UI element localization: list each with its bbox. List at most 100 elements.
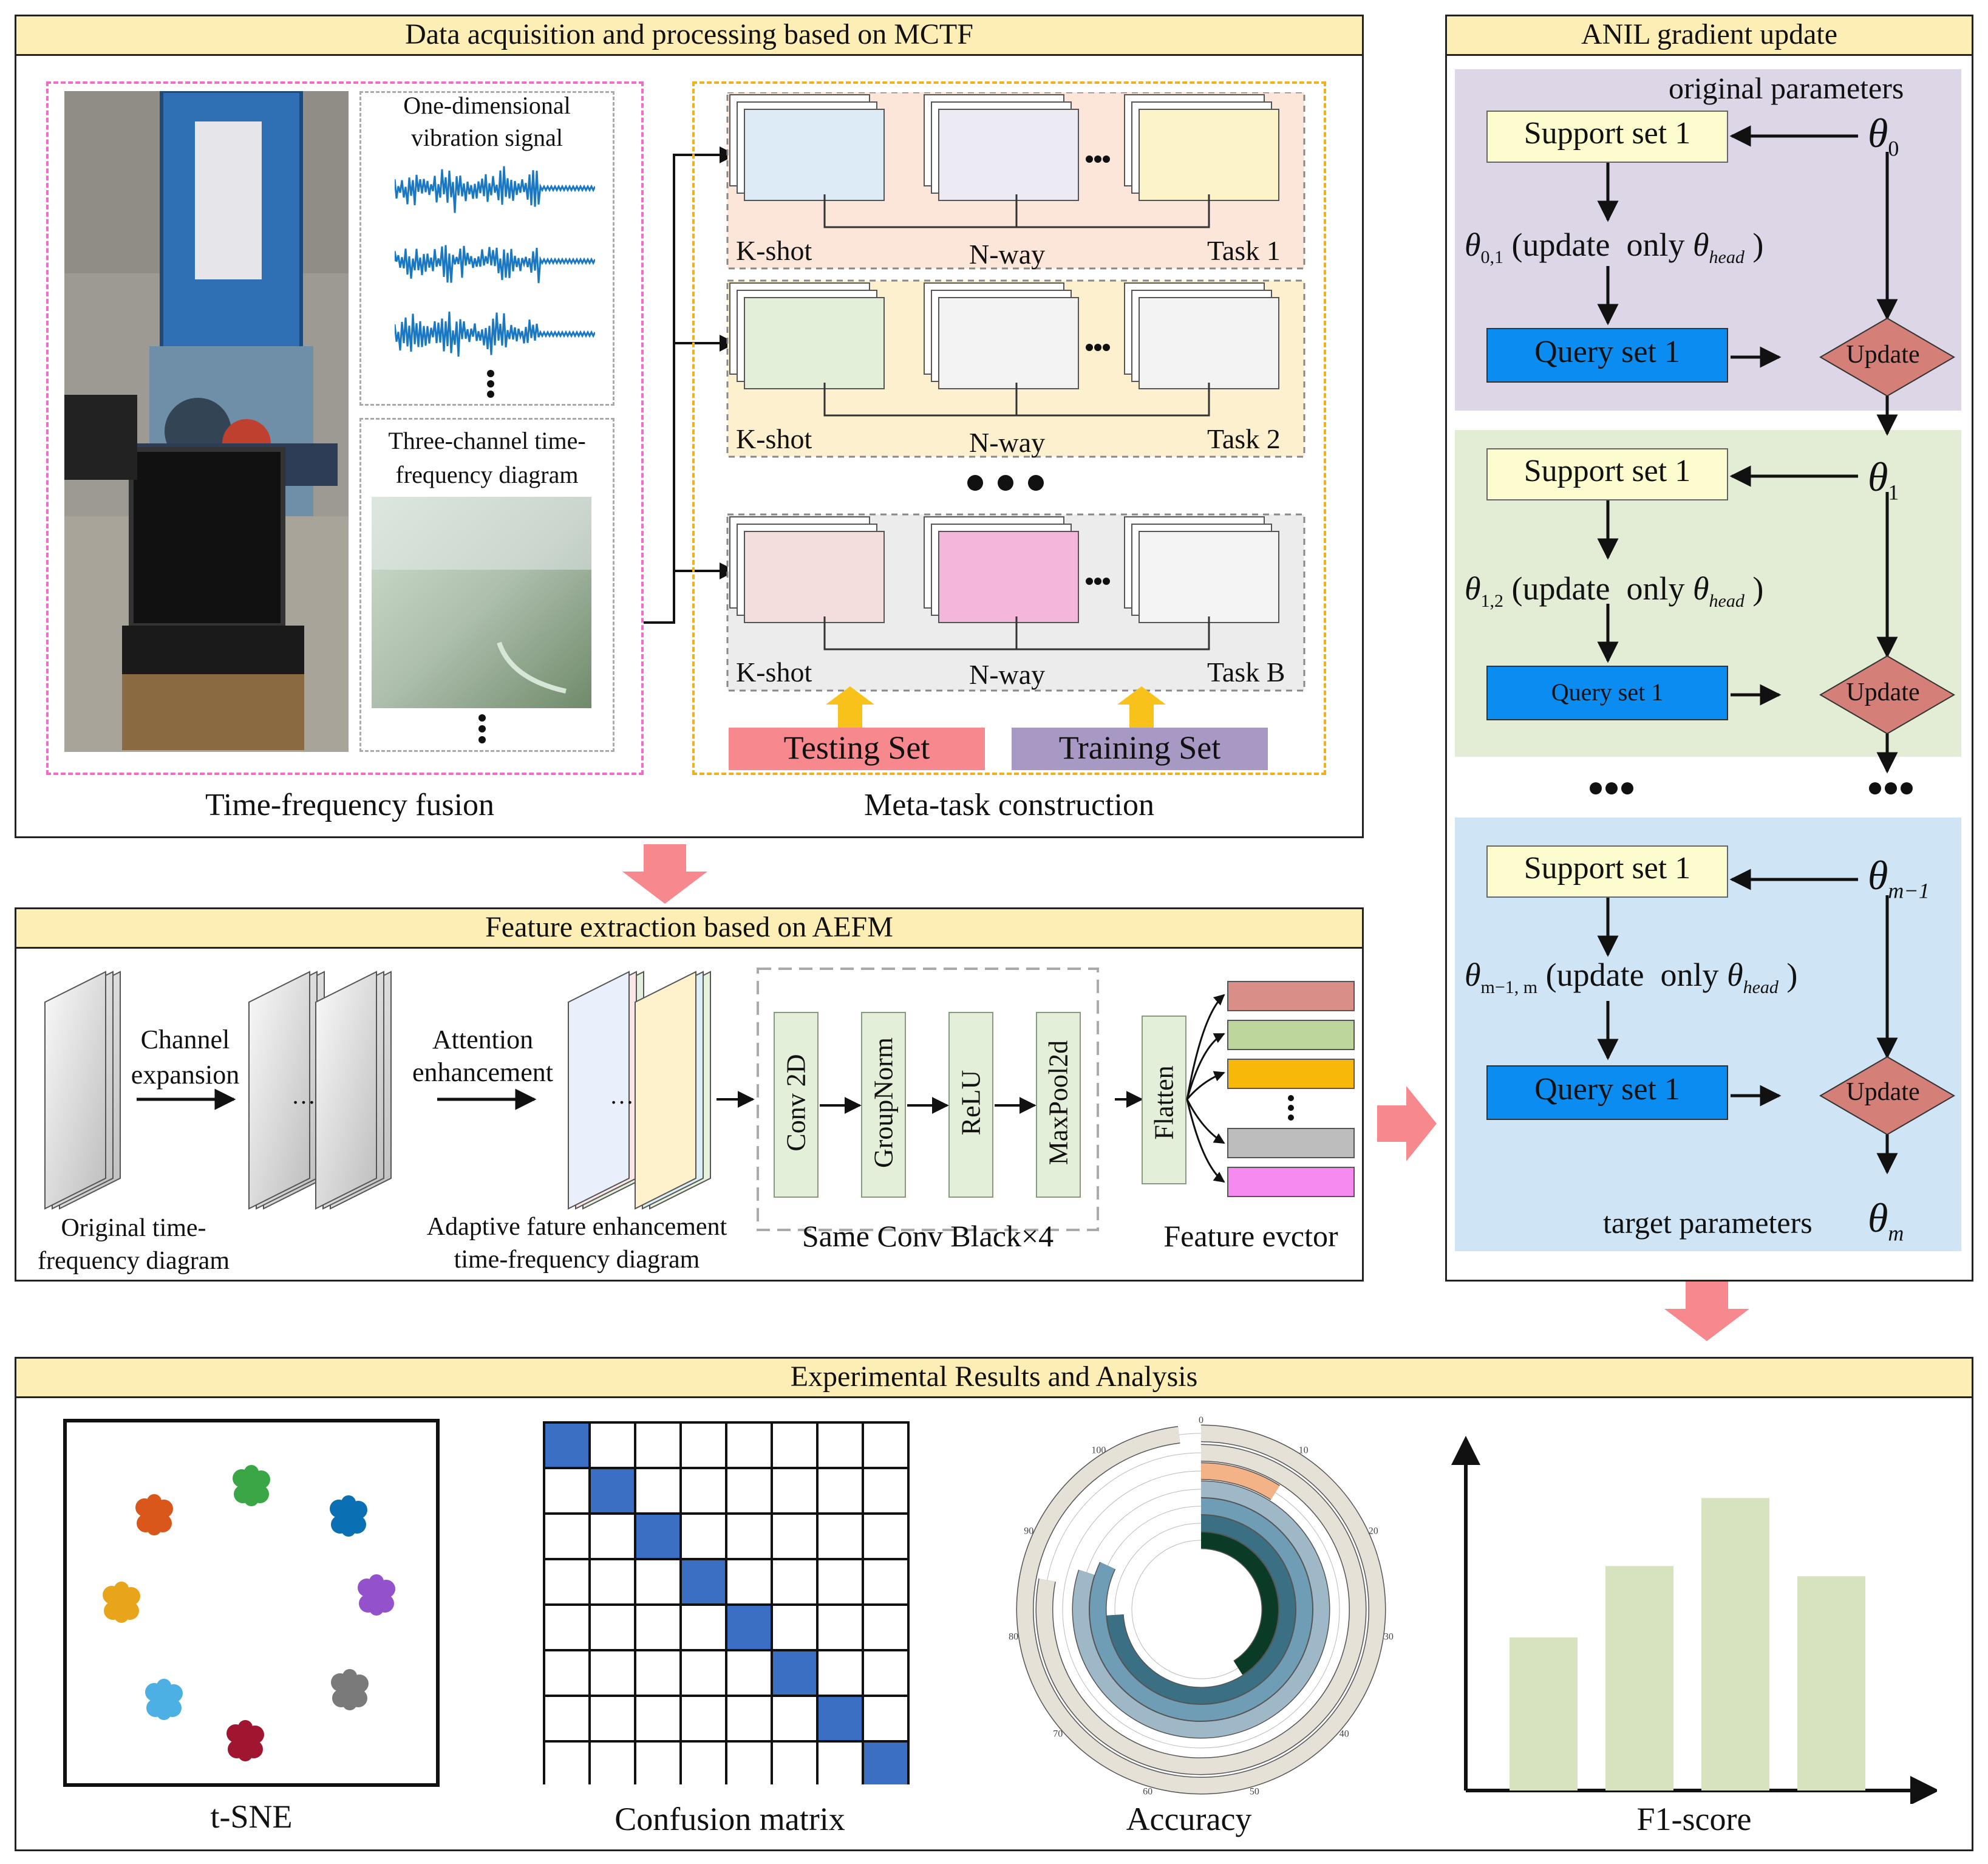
f1-bar-4 <box>1797 1576 1865 1791</box>
polar-bar-2 <box>1037 1445 1366 1774</box>
channel-expansion-label-1: Channel <box>140 1025 230 1054</box>
attn-slab-a-layer-1 <box>568 971 630 1210</box>
confusion-cell-8-4 <box>679 1740 727 1784</box>
feature-vector <box>1186 981 1355 1197</box>
tsne-cluster-7-point-6 <box>342 1669 357 1684</box>
accuracy-caption: Accuracy <box>1126 1801 1252 1837</box>
update-label-2: Update <box>1846 678 1920 706</box>
confusion-cell-8-2 <box>588 1740 636 1784</box>
support-set-box-2 <box>1486 448 1728 500</box>
confusion-cell-8-3 <box>634 1740 682 1784</box>
confusion-cell-8-8 <box>862 1740 910 1784</box>
original-parameters-label: original parameters <box>1669 71 1904 105</box>
theta-0: θ0 <box>1868 110 1899 161</box>
anil-title: ANIL gradient update <box>1447 16 1972 56</box>
confusion-cell-4-8 <box>862 1558 910 1606</box>
task-3-card-3-0 <box>1139 531 1279 623</box>
f1-bar-3 <box>1701 1498 1769 1791</box>
confusion-cell-3-4 <box>679 1512 727 1560</box>
training-set-box <box>1012 728 1268 770</box>
support-set-box-3 <box>1486 845 1728 898</box>
conv-block-caption: Same Conv Black×4 <box>802 1219 1054 1253</box>
anil-more-dot-left-1 <box>1590 782 1602 794</box>
polar-tick-30: 30 <box>1384 1631 1394 1642</box>
task-2-card-1-0 <box>744 297 885 389</box>
theta-1: θ1 <box>1868 454 1899 505</box>
tsne-cluster-3-point-7 <box>341 1522 356 1537</box>
inner-update-1-text: (update only <box>1511 227 1685 263</box>
tf-diagram-box <box>359 418 614 752</box>
attention-label-2: enhancement <box>412 1057 554 1087</box>
inner-update-2-sub: 1,2 <box>1480 590 1504 611</box>
query-set-box-1 <box>1486 328 1728 383</box>
confusion-cell-2-6 <box>771 1467 819 1515</box>
confusion-cell-5-6 <box>771 1603 819 1651</box>
f1-caption: F1-score <box>1636 1801 1752 1837</box>
tsne-cluster-5-point-6 <box>369 1574 384 1589</box>
fusion-to-tasks-arrows <box>644 146 737 624</box>
confusion-cell-5-3 <box>634 1603 682 1651</box>
f1-bar-1 <box>1510 1637 1578 1791</box>
anil-more-dot-left-3 <box>1621 782 1633 794</box>
polar-bar-4 <box>1073 1481 1329 1738</box>
task-3-dot-3 <box>1103 578 1110 585</box>
inner-update-3: θm−1, m (update only θhead ) <box>1465 957 1798 997</box>
confusion-cell-8-7 <box>816 1740 864 1784</box>
theta-m-sub: m <box>1888 1221 1904 1246</box>
polar-tick-0: 0 <box>1199 1415 1203 1425</box>
task-2-dot-1 <box>1086 344 1093 351</box>
query-set-label-2: Query set 1 <box>1551 678 1664 706</box>
time-frequency-fusion-caption: Time-frequency fusion <box>205 788 495 822</box>
tsne-cluster-3-point-6 <box>341 1495 356 1510</box>
waveform-1 <box>395 166 595 213</box>
polar-tick-80: 80 <box>1009 1631 1018 1642</box>
task-2-dot-3 <box>1103 344 1110 351</box>
flatten-box <box>1142 1016 1186 1184</box>
polar-tick-100: 100 <box>1091 1446 1106 1456</box>
training-set-label: Training Set <box>1058 729 1221 766</box>
meta-task-caption: Meta-task construction <box>864 788 1154 822</box>
task-1-dot-3 <box>1103 155 1110 163</box>
confusion-cell-1-8 <box>862 1421 910 1469</box>
channel-expansion-label-2: expansion <box>131 1060 240 1090</box>
confusion-cell-5-7 <box>816 1603 864 1651</box>
theta-0-sub: 0 <box>1888 136 1899 161</box>
tf-label-2: frequency diagram <box>395 461 579 488</box>
confusion-cell-1-4 <box>679 1421 727 1469</box>
confusion-cell-2-1 <box>543 1467 591 1515</box>
confusion-cell-6-7 <box>816 1649 864 1697</box>
confusion-matrix <box>543 1421 910 1784</box>
task-3-dot-1 <box>1086 578 1093 585</box>
task-2-card-2-0 <box>938 297 1079 389</box>
polar-bar-6 <box>1107 1515 1295 1704</box>
maxpool-box <box>1036 1012 1081 1198</box>
tsne-cluster-6-point-7 <box>157 1705 171 1720</box>
confusion-cell-2-3 <box>634 1467 682 1515</box>
testing-set-box <box>729 728 985 770</box>
task-more-dot-2 <box>998 475 1013 491</box>
taskB-label: Task B <box>1207 657 1285 688</box>
tf-label-1: Three-channel time- <box>388 427 586 454</box>
confusion-cell-6-6 <box>771 1649 819 1697</box>
task-3-card-1-0 <box>744 531 885 623</box>
confusion-cell-3-8 <box>862 1512 910 1560</box>
confusion-cell-8-6 <box>771 1740 819 1784</box>
down-arrow-1 <box>622 844 707 904</box>
maxpool-label: MaxPool2d <box>1043 1040 1074 1166</box>
tsne-cluster-7-point-7 <box>342 1696 357 1710</box>
polar-bar-3 <box>1200 1463 1280 1500</box>
task-3-dot-2 <box>1094 578 1101 585</box>
tf-diagram-image <box>372 497 591 708</box>
expanded-slab-a-layer-1 <box>248 971 310 1210</box>
taskB-nway: N-way <box>969 659 1046 690</box>
inner-update-2-text: (update only <box>1511 570 1685 607</box>
tsne-cluster-2-point-6 <box>147 1494 162 1509</box>
confusion-cell-6-1 <box>543 1649 591 1697</box>
confusion-cell-5-5 <box>725 1603 773 1651</box>
polar-tick-70: 70 <box>1053 1729 1063 1739</box>
confusion-cell-4-2 <box>588 1558 636 1606</box>
ellipsis-2: … <box>610 1082 634 1109</box>
polar-tick-50: 50 <box>1250 1786 1259 1797</box>
confusion-cell-5-8 <box>862 1603 910 1651</box>
